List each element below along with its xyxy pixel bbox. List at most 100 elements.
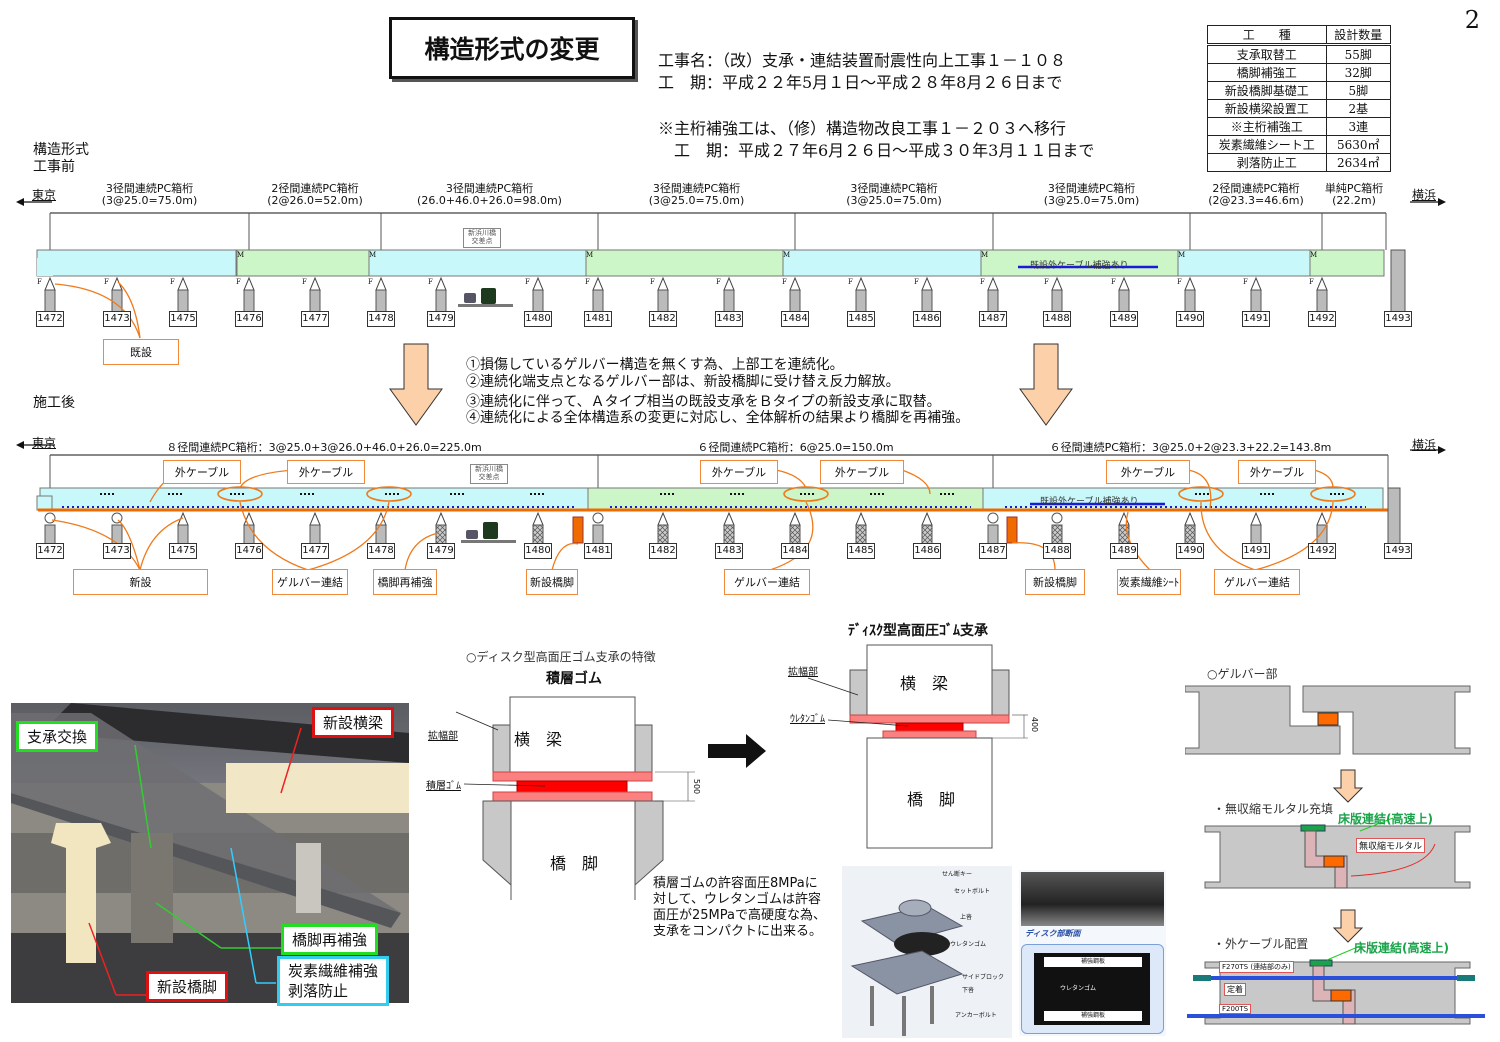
bearing-movable-label: M <box>981 251 989 259</box>
project-note: ※主桁補強工は、（修）構造物改良工事１－２０３へ移行 <box>658 119 1067 138</box>
laminated-widening-label: 拡幅部 <box>428 731 458 742</box>
bearing-fixed-icon <box>309 511 321 526</box>
callout-pointer <box>54 283 141 339</box>
bearing-fixed-icon <box>1051 276 1063 291</box>
note-4: ④連続化による全体構造系の変更に対応し、全体解析の結果より橋脚を再補強。 <box>466 410 970 426</box>
callout-external-cable: 外ケーブル <box>1238 460 1316 484</box>
bearing-fixed-icon <box>1250 511 1262 526</box>
gerber-step-mortar: ・無収縮モルタル充填 <box>1213 802 1334 816</box>
description-line: 面圧が25MPaで高硬度な為、 <box>653 908 826 923</box>
callout-pointer <box>51 519 141 571</box>
bearing-movable-label: M <box>369 251 377 259</box>
note-3: ③連続化に伴って、Ａタイプ相当の既設支承をＢタイプの新設支承に取替。 <box>466 394 941 410</box>
span-label: ６径間連続PC箱桁：3@25.0+2@23.3+22.2=143.8m <box>1049 441 1332 454</box>
span-label: 3径間連続PC箱桁 (3@25.0=75.0m) <box>101 182 198 207</box>
callout-external-cable: 外ケーブル <box>1106 460 1190 484</box>
work-type: 新設橋脚基礎工 <box>1207 81 1327 100</box>
callout-gerber-connection: ゲルバー連結 <box>272 569 348 595</box>
steel-plate-label: 補強鋼板 <box>1044 1011 1142 1021</box>
disc-title: ﾃﾞｨｽｸ型高面圧ｺﾞﾑ支承 <box>848 623 988 639</box>
bearing-fixed-label: F <box>1111 278 1116 286</box>
gerber-highlight-ellipse <box>366 486 412 502</box>
photo-label-pier-restrengthen: 橋脚再補強 <box>281 924 379 955</box>
callout-new: 新設 <box>73 569 208 595</box>
callout-external-cable: 外ケーブル <box>287 460 365 484</box>
truck-icon <box>481 288 496 304</box>
callout-pointer <box>139 517 184 571</box>
callout-pointer <box>1313 469 1334 489</box>
pier-number: 1479 <box>427 543 455 559</box>
disc-section-frame: 補強鋼板 ウレタンゴム 補強鋼板 <box>1021 944 1164 1034</box>
bearing-fixed-label: F <box>914 278 919 286</box>
work-type: 支承取替工 <box>1207 44 1327 64</box>
girder-end <box>37 258 53 276</box>
project-note-period: 工 期：平成２７年6月２６日～平成３０年3月１１日まで <box>658 141 1095 160</box>
pier-number: 1483 <box>715 543 743 559</box>
pier-number: 1478 <box>367 311 395 327</box>
bearing-fixed-icon <box>723 276 735 291</box>
description-line: 積層ゴムの許容面圧8MPaに <box>653 876 818 891</box>
pier-number: 1477 <box>301 311 329 327</box>
bearing-movable-icon <box>592 512 604 524</box>
bearing-fixed-icon <box>789 511 801 526</box>
girder-segment <box>236 249 370 277</box>
new-pier-column <box>572 516 584 544</box>
bearing-fixed-label: F <box>428 278 433 286</box>
pier-number: 1473 <box>103 543 131 559</box>
photo-label-bearing-replace: 支承交換 <box>16 721 99 752</box>
work-type: 新設横梁設置工 <box>1207 99 1327 118</box>
pier-column <box>789 289 801 314</box>
cable-f270ts-label: F270TS (連結部のみ) <box>1219 961 1294 973</box>
mortar-label: 無収縮モルタル <box>1356 838 1426 853</box>
gerber-highlight-ellipse <box>1178 486 1224 502</box>
span-label: 3径間連続PC箱桁 (3@25.0=75.0m) <box>846 182 942 207</box>
girder-segment <box>980 249 1179 277</box>
urethane-label: ウレタンゴム <box>1060 985 1097 992</box>
pier-column <box>1316 289 1328 314</box>
pier-number: 1489 <box>1110 311 1138 327</box>
callout-existing: 既設 <box>103 339 179 365</box>
pier-column <box>921 289 933 314</box>
bearing-fixed-icon <box>44 276 56 291</box>
bearing-fixed-label: F <box>782 278 787 286</box>
callout-pointer <box>239 501 309 571</box>
gerber-heading: ○ゲルバー部 <box>1207 667 1278 681</box>
cable-f200ts-label: F200TS <box>1219 1004 1252 1014</box>
pier-column <box>723 289 735 314</box>
bearing-fixed-icon <box>855 276 867 291</box>
bearing-movable-icon <box>44 512 56 524</box>
pier-number: 1488 <box>1043 311 1071 327</box>
disc-photo <box>1021 872 1164 926</box>
product-label: 上沓 <box>960 914 973 921</box>
existing-cable-label: 既設外ケーブル補強あり <box>1040 497 1139 507</box>
pier-number: 1476 <box>235 543 263 559</box>
bearing-fixed-icon <box>789 276 801 291</box>
callout-new-pier: 新設橋脚 <box>526 569 578 595</box>
callout-new-pier: 新設橋脚 <box>1025 569 1085 595</box>
bearing-movable-icon <box>1051 512 1063 524</box>
pier-column <box>1051 289 1063 314</box>
pier-column <box>44 289 56 314</box>
bearing-fixed-label: F <box>980 278 985 286</box>
bearing-movable-label: M <box>1310 251 1318 259</box>
arrow-left-icon <box>16 198 24 206</box>
down-arrow-icon <box>389 343 443 426</box>
pier-column <box>435 289 447 314</box>
laminated-dimension: 500 <box>692 778 702 795</box>
slab-connection-label: 床版連結(高速上) <box>1354 941 1449 955</box>
callout-external-cable: 外ケーブル <box>700 460 778 484</box>
pier-column <box>177 289 189 314</box>
after-bridge-diagram <box>16 441 1446 571</box>
pier-column <box>309 289 321 314</box>
bearing-fixed-label: F <box>1243 278 1248 286</box>
pier-number: 1493 <box>1384 311 1412 327</box>
description-line: 支承をコンパクトに出来る。 <box>653 924 823 939</box>
car-icon <box>466 530 478 539</box>
pier-number: 1487 <box>979 311 1007 327</box>
arrow-right-icon <box>1438 198 1446 206</box>
disc-dimension: 400 <box>1030 716 1040 733</box>
bearing-fixed-label: F <box>170 278 175 286</box>
